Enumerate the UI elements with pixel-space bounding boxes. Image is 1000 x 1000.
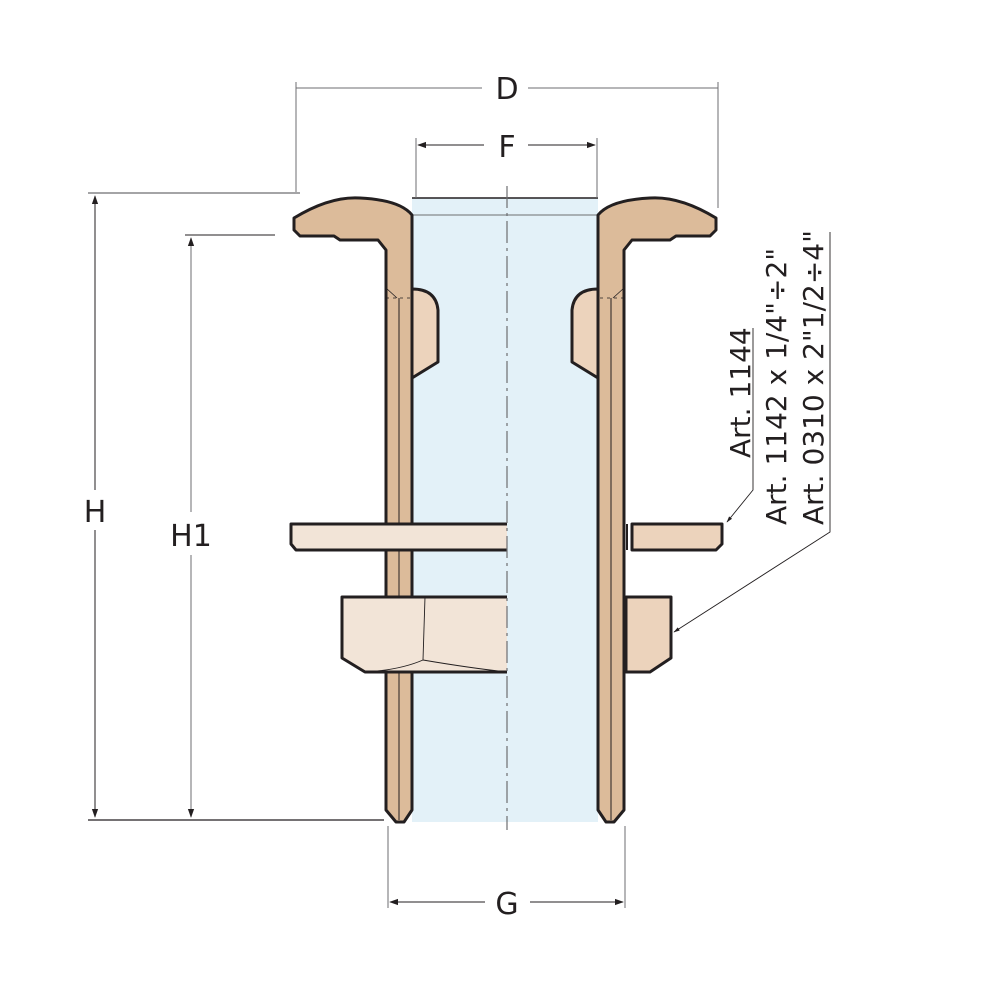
nut (340, 595, 673, 674)
dimension-G: G (387, 826, 626, 922)
dimension-F: F (415, 130, 598, 198)
inner-lugs (410, 287, 600, 380)
left-flange-wall (292, 196, 414, 824)
dimension-H: H (84, 192, 384, 821)
dimension-D: D (295, 72, 719, 208)
label-art-1142: Art. 1142 x 1/4"÷2" (760, 248, 793, 525)
dimension-label-G: G (495, 887, 518, 922)
right-flange-wall (596, 196, 718, 824)
dimension-label-H1: H1 (170, 519, 212, 554)
dimension-label-H: H (84, 495, 107, 530)
dimension-label-D: D (495, 72, 518, 107)
dimension-H1: H1 (170, 234, 275, 818)
part-labels: Art. 1144 Art. 1142 x 1/4"÷2" Art. 0310 … (673, 230, 831, 633)
label-art-0310: Art. 0310 x 2"1/2÷4" (797, 230, 830, 525)
label-art-1144: Art. 1144 (724, 327, 757, 458)
dimension-label-F: F (498, 130, 515, 165)
lock-ring (289, 522, 724, 552)
bore (412, 197, 598, 822)
